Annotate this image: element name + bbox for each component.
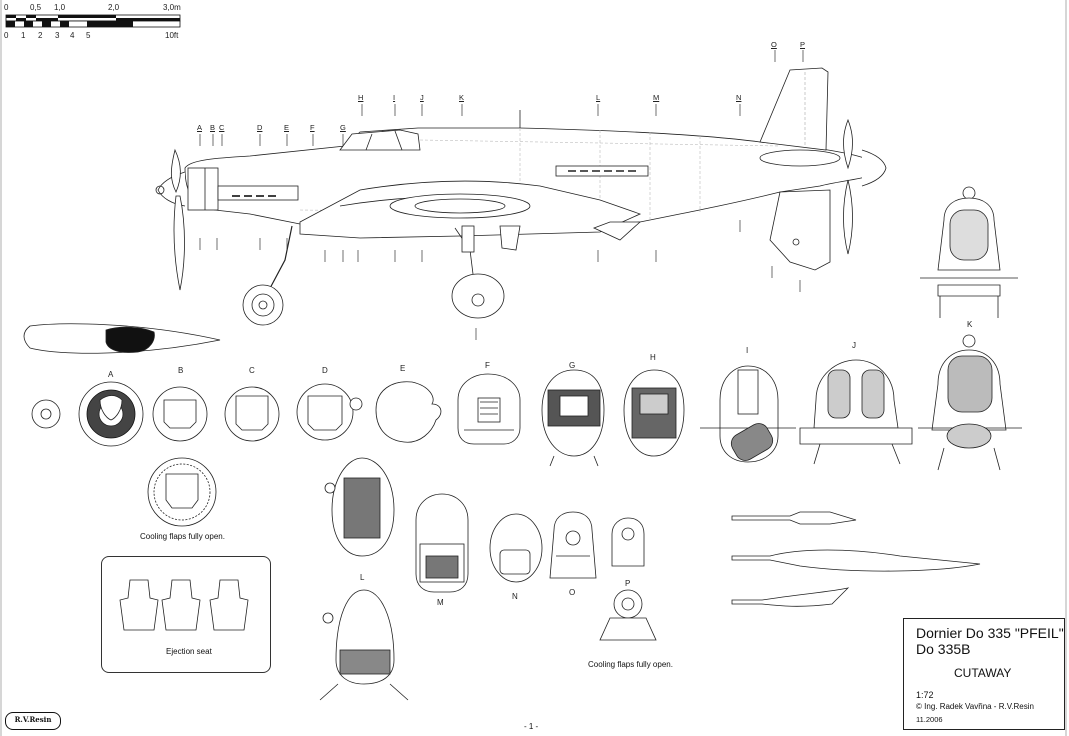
section-letter-j: J: [420, 93, 424, 102]
title-author: © Ing. Radek Vavřina - R.V.Resin: [916, 702, 1034, 712]
rv-resin-logo: R.V.Resin: [5, 712, 61, 730]
section-letter-k: K: [459, 93, 465, 102]
scale-metric-1-0: 1,0: [54, 3, 66, 12]
cross-sections-row-1: [31, 334, 1022, 471]
cross-section-label-k: K: [967, 320, 973, 329]
cross-section-label-i: I: [746, 346, 749, 355]
cross-section-label-c: C: [249, 366, 255, 375]
cross-section-label-j: J: [852, 341, 856, 350]
section-l: [324, 457, 395, 557]
cross-section-label-h: H: [650, 353, 656, 362]
scale-imperial-4: 4: [70, 31, 75, 40]
cooling-flaps-front-section: [147, 457, 217, 527]
section-letter-p: P: [800, 40, 806, 49]
cross-section-label-p: P: [625, 579, 631, 588]
section-letter-b: B: [210, 123, 216, 132]
scale-metric-0-5: 0,5: [30, 3, 42, 12]
cross-section-label-b: B: [178, 366, 184, 375]
section-l-lower: [319, 589, 409, 701]
title-view-type: CUTAWAY: [954, 666, 1012, 680]
scale-metric-0: 0: [4, 3, 9, 12]
section-letter-h: H: [358, 93, 364, 102]
section-p-open: [599, 589, 657, 641]
front-view-top-right: [920, 186, 1018, 318]
section-letter-i: I: [393, 93, 396, 102]
title-scale: 1:72: [916, 690, 934, 700]
section-letter-o: O: [771, 40, 777, 49]
wing-airfoil: [23, 323, 221, 354]
scale-imperial-0: 0: [4, 31, 9, 40]
title-block: Dornier Do 335 "PFEIL" Do 335B CUTAWAY 1…: [903, 618, 1065, 730]
cross-section-label-n: N: [512, 592, 518, 601]
section-n: [489, 513, 543, 583]
section-letter-f: F: [310, 123, 315, 132]
ejection-seats: [119, 579, 249, 631]
section-letter-m: M: [653, 93, 660, 102]
ejection-seat-panel: Ejection seat: [101, 556, 271, 673]
caption-cooling-flaps-front: Cooling flaps fully open.: [140, 532, 225, 541]
cross-section-label-g: G: [569, 361, 576, 370]
title-aircraft-name: Dornier Do 335 "PFEIL": [916, 625, 1064, 641]
scale-imperial-2: 2: [38, 31, 43, 40]
scale-imperial-5: 5: [86, 31, 91, 40]
cross-section-label-f: F: [485, 361, 490, 370]
scale-imperial-10ft: 10ft: [165, 31, 179, 40]
scale-imperial-1: 1: [21, 31, 26, 40]
cross-section-label-a: A: [108, 370, 114, 379]
cannon-views: [731, 511, 981, 607]
section-letter-n: N: [736, 93, 742, 102]
section-letter-l: L: [596, 93, 601, 102]
scale-metric-3-0: 3,0m: [163, 3, 181, 12]
section-letter-g: G: [340, 123, 346, 132]
scale-metric-2-0: 2,0: [108, 3, 120, 12]
cross-section-label-m: M: [437, 598, 444, 607]
title-variant: Do 335B: [916, 641, 971, 657]
caption-ejection-seat: Ejection seat: [166, 647, 212, 656]
cross-section-label-l: L: [360, 573, 365, 582]
section-letter-a: A: [197, 123, 203, 132]
cross-section-label-d: D: [322, 366, 328, 375]
section-m: [415, 493, 469, 593]
cross-section-label-e: E: [400, 364, 406, 373]
title-date: 11.2006: [916, 715, 943, 724]
section-o: [549, 511, 597, 579]
cross-section-label-o: O: [569, 588, 576, 597]
section-letter-c: C: [219, 123, 225, 132]
scale-bar: [5, 14, 181, 28]
section-letter-e: E: [284, 123, 290, 132]
page-number: - 1 -: [524, 722, 539, 731]
copyright-icon: ©: [916, 702, 922, 711]
title-author-text: Ing. Radek Vavřina - R.V.Resin: [924, 702, 1034, 711]
section-letter-d: D: [257, 123, 263, 132]
scale-imperial-3: 3: [55, 31, 60, 40]
section-p: [611, 517, 645, 567]
side-view-fuselage: [155, 50, 887, 340]
caption-cooling-flaps-rear: Cooling flaps fully open.: [588, 660, 673, 669]
